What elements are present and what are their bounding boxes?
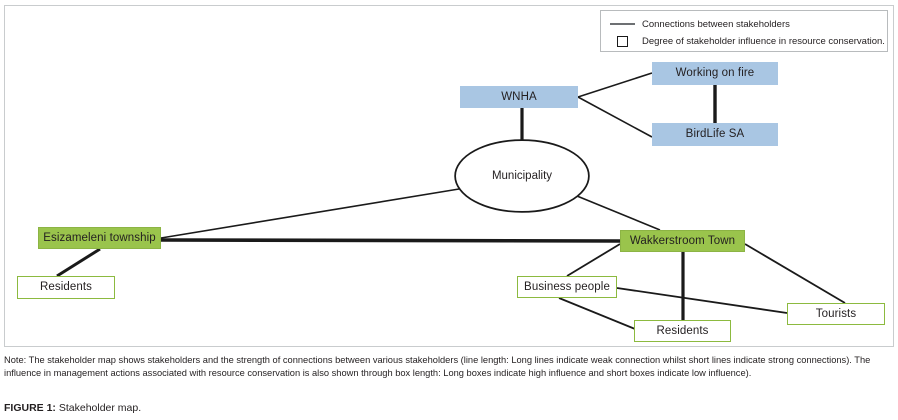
legend-square-swatch-icon <box>609 35 635 47</box>
node-municipality[interactable]: Municipality <box>455 140 589 212</box>
node-municipality-label: Municipality <box>491 170 553 182</box>
node-business-people[interactable]: Business people <box>517 276 617 298</box>
diagram-frame <box>4 5 894 347</box>
legend-item-influence: Degree of stakeholder influence in resou… <box>609 33 885 49</box>
node-esizameleni-township[interactable]: Esizameleni township <box>38 227 161 249</box>
legend-item-influence-label: Degree of stakeholder influence in resou… <box>642 35 885 47</box>
node-residents-left[interactable]: Residents <box>17 276 115 299</box>
legend-item-connections: Connections between stakeholders <box>609 16 879 32</box>
node-residents-right-label: Residents <box>656 324 709 337</box>
node-wakkerstroom-town-label: Wakkerstroom Town <box>629 234 736 247</box>
figure-note: Note: The stakeholder map shows stakehol… <box>4 355 871 378</box>
legend-line-swatch-icon <box>609 23 635 25</box>
figure-caption: FIGURE 1: Stakeholder map. <box>4 402 141 414</box>
node-wnha-label: WNHA <box>501 90 537 103</box>
legend: Connections between stakeholders Degree … <box>600 10 888 52</box>
figure-caption-label: FIGURE 1: <box>4 402 56 414</box>
node-birdlife-sa-label: BirdLife SA <box>685 128 745 141</box>
node-wnha[interactable]: WNHA <box>460 86 578 108</box>
node-working-on-fire[interactable]: Working on fire <box>652 62 778 85</box>
node-residents-left-label: Residents <box>39 281 93 294</box>
node-residents-right[interactable]: Residents <box>634 320 731 342</box>
node-esizameleni-township-label: Esizameleni township <box>43 231 156 244</box>
node-wakkerstroom-town[interactable]: Wakkerstroom Town <box>620 230 745 252</box>
node-working-on-fire-label: Working on fire <box>675 67 755 80</box>
node-birdlife-sa[interactable]: BirdLife SA <box>652 123 778 146</box>
node-business-people-label: Business people <box>524 280 610 293</box>
figure-caption-text: Stakeholder map. <box>58 402 142 414</box>
node-tourists-label: Tourists <box>815 307 857 320</box>
legend-item-connections-label: Connections between stakeholders <box>642 18 790 30</box>
node-tourists[interactable]: Tourists <box>787 303 885 325</box>
